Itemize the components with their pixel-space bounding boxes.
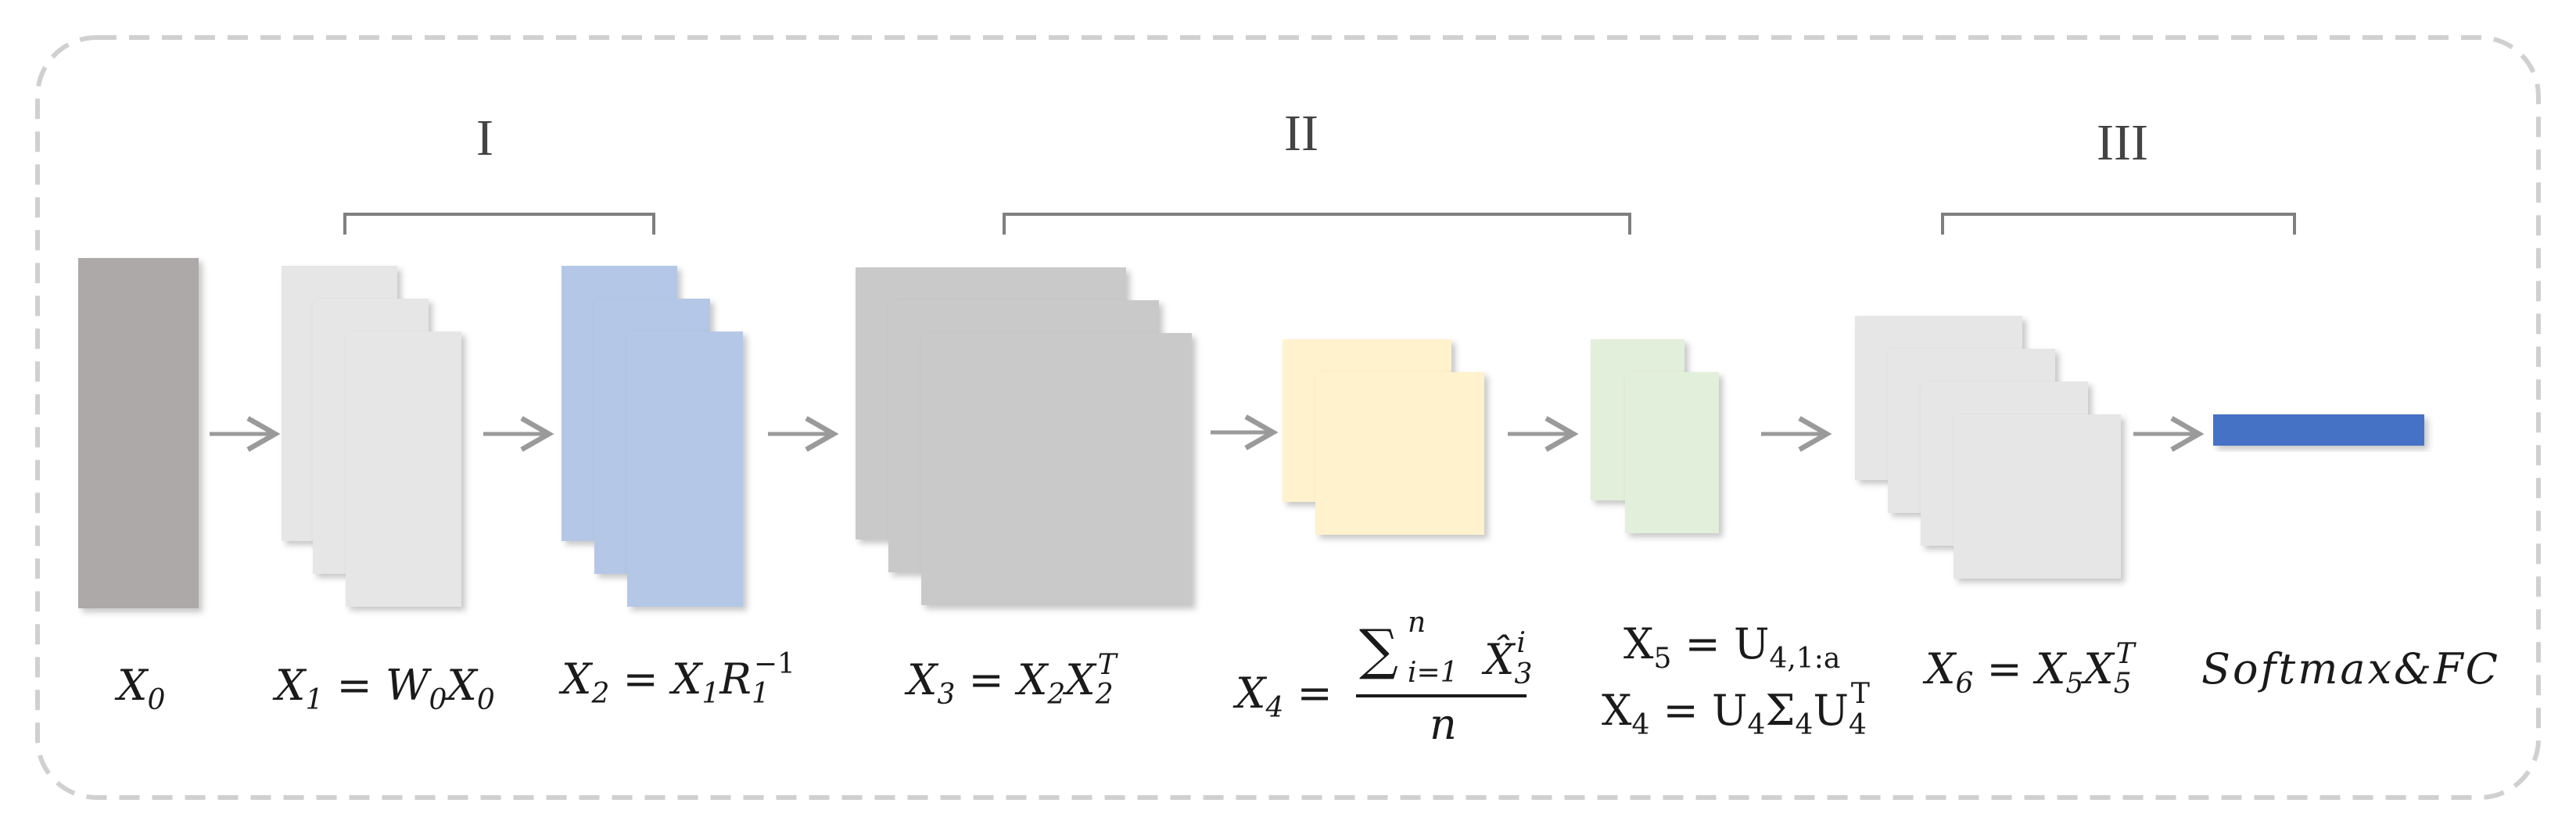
stage-1-bracket xyxy=(343,213,655,235)
formula-x5: X5 = U4,1:a xyxy=(1623,619,1840,675)
stage-3-bracket xyxy=(1941,213,2296,235)
x4-layer xyxy=(1315,372,1484,535)
x4-layer-stack xyxy=(1283,339,1484,535)
x5-layer-stack xyxy=(1591,339,1719,533)
output-label: Softmax&FC xyxy=(2201,644,2500,694)
svg-text:X̂3i: X̂3i xyxy=(1481,627,1532,690)
x3-layer xyxy=(921,333,1192,605)
formula-x0: X0 xyxy=(114,661,165,716)
stage-3-label: III xyxy=(2097,114,2148,171)
formula-x4-svd: X4 = U4Σ4U4T xyxy=(1602,678,1870,741)
stage-2-bracket xyxy=(1003,213,1631,235)
x3-layer-stack xyxy=(856,267,1192,605)
input-block-x0 xyxy=(78,258,199,608)
svg-text:i=1: i=1 xyxy=(1408,657,1458,689)
diagram-frame xyxy=(35,35,2541,800)
x6-layer xyxy=(1954,414,2121,579)
x2-layer-stack xyxy=(561,266,743,607)
x5-layer xyxy=(1625,372,1719,533)
output-bar xyxy=(2213,414,2424,446)
x1-layer-stack xyxy=(282,266,461,607)
formula-x4: X4 = ∑ n i=1 X̂3i n xyxy=(1232,607,1532,749)
formula-x2: X2 = X1R1−1 xyxy=(558,648,795,710)
svg-text:n: n xyxy=(1408,607,1426,639)
svg-text:X4 =: X4 = xyxy=(1232,668,1333,724)
x6-layer-stack xyxy=(1855,316,2121,579)
formula-x1: X1 = W0X0 xyxy=(272,661,495,716)
svg-text:n: n xyxy=(1430,700,1457,749)
svg-text:∑: ∑ xyxy=(1359,618,1398,682)
formula-x3: X3 = X2X2T xyxy=(904,649,1119,711)
x1-layer xyxy=(346,332,461,607)
formula-x6: X6 = X5X5T xyxy=(1922,638,2137,700)
stage-1-label: I xyxy=(476,109,493,167)
x2-layer xyxy=(627,332,743,607)
stage-2-label: II xyxy=(1284,105,1318,162)
